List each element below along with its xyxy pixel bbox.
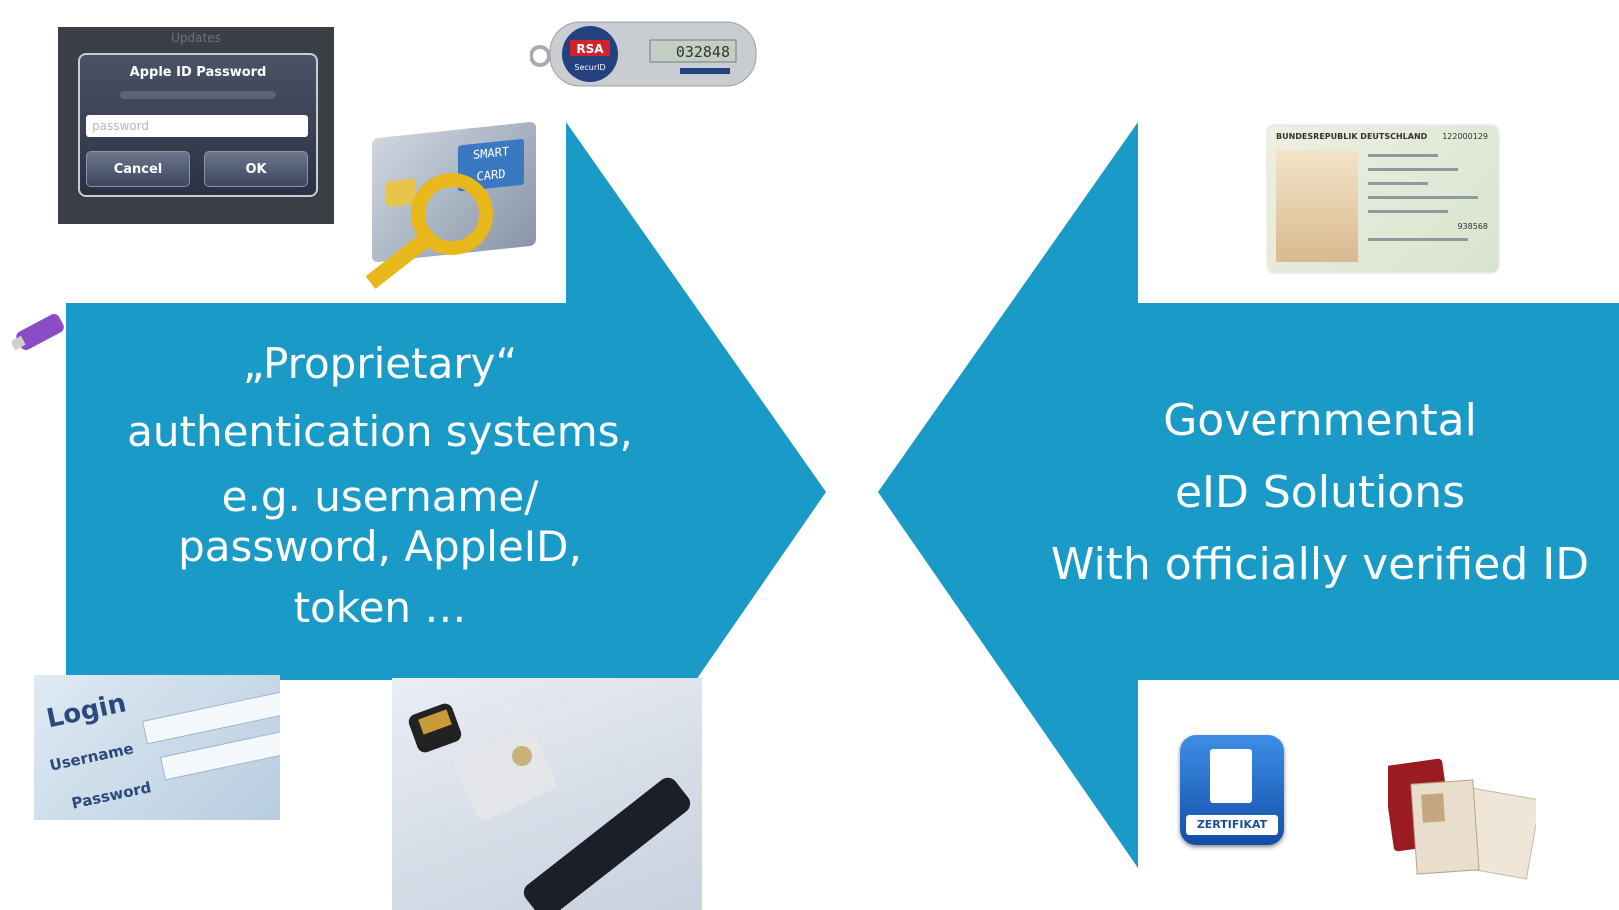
apple-dialog-blurred-text <box>120 91 276 99</box>
id-text-line <box>1368 168 1458 171</box>
apple-id-dialog-image: Updates Apple ID Password password Cance… <box>58 27 334 224</box>
id-card-header: BUNDESREPUBLIK DEUTSCHLAND <box>1276 132 1428 141</box>
apple-dialog-box: Apple ID Password password Cancel OK <box>78 53 318 197</box>
id-text-line <box>1368 196 1478 199</box>
rsa-display: 032848 <box>676 43 730 61</box>
login-title: Login <box>44 688 129 735</box>
left-text-line5: token … <box>293 583 467 632</box>
rsa-brand: RSA <box>576 42 604 56</box>
id-card-number: 122000129 <box>1442 132 1488 141</box>
usb-stick-icon <box>12 314 64 351</box>
left-text-line4: password, AppleID, <box>178 522 582 571</box>
apple-password-field: password <box>86 115 308 137</box>
id-card-image: BUNDESREPUBLIK DEUTSCHLAND 122000129 938… <box>1268 126 1498 272</box>
login-password-label: Password <box>70 778 153 813</box>
passport-icon <box>1388 758 1536 880</box>
login-username-label: Username <box>48 739 136 775</box>
left-text-line1: „Proprietary“ <box>242 339 518 388</box>
apple-ok-button: OK <box>204 151 308 187</box>
apple-dialog-header: Updates <box>171 31 221 45</box>
id-text-line <box>1368 154 1438 157</box>
apple-dialog-title: Apple ID Password <box>129 65 267 80</box>
rsa-product: SecurID <box>574 63 605 72</box>
right-text-line2: eID Solutions <box>1174 467 1466 518</box>
id-text-line <box>1368 238 1468 241</box>
certificate-label: ZERTIFIKAT <box>1186 815 1278 835</box>
right-text-line3: With officially verified ID <box>1050 539 1590 590</box>
left-text-line2: authentication systems, <box>127 407 633 456</box>
id-card-number2: 938568 <box>1457 222 1488 231</box>
right-arrow-text: Governmental eID Solutions With official… <box>1040 385 1600 601</box>
usb-token-icon <box>408 703 691 910</box>
certificate-icon: ZERTIFIKAT <box>1180 735 1284 845</box>
usb-tokens-image <box>392 678 702 910</box>
id-text-line <box>1368 182 1428 185</box>
rsa-token-image: RSA SecurID 032848 <box>530 21 757 87</box>
key-icon <box>365 173 493 289</box>
id-text-line <box>1368 210 1448 213</box>
left-text-line3: e.g. username/ <box>221 472 539 521</box>
apple-cancel-button: Cancel <box>86 151 190 187</box>
right-arrow-shape <box>878 122 1619 868</box>
login-form-image: Login Username Password <box>34 675 280 820</box>
certificate-paper-icon <box>1210 749 1252 803</box>
id-photo <box>1276 150 1358 262</box>
right-text-line1: Governmental <box>1163 395 1477 446</box>
left-arrow-text: „Proprietary“ authentication systems, e.… <box>100 330 660 642</box>
